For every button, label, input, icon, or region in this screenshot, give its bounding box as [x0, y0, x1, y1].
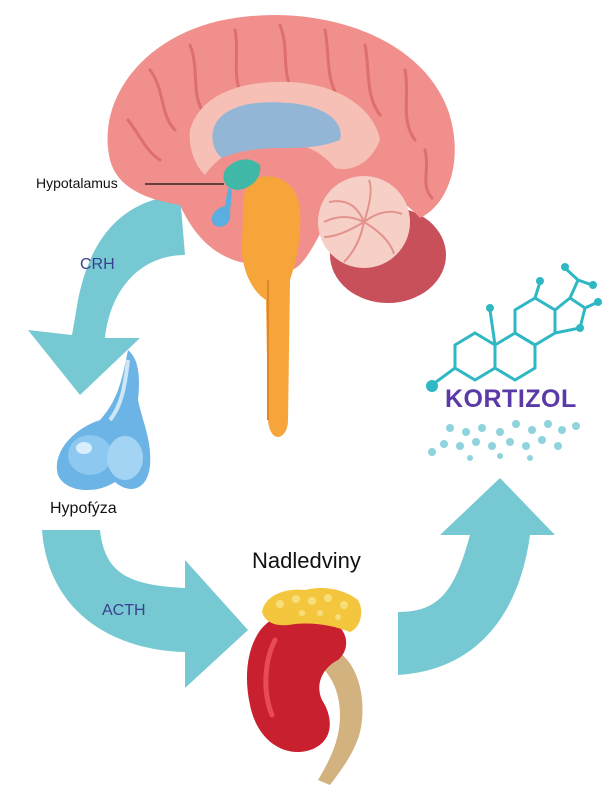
cortisol-particles [428, 420, 580, 461]
crh-arrow [28, 195, 185, 395]
cortisol-arrow [398, 478, 555, 675]
kidney-adrenal-illustration [247, 588, 363, 785]
crh-label: CRH [80, 256, 115, 274]
hypotalamus-label: Hypotalamus [36, 175, 118, 191]
acth-label: ACTH [102, 602, 146, 620]
cortisol-molecule-icon [432, 268, 598, 385]
kortizol-label: KORTIZOL [445, 385, 577, 414]
hypofyza-label: Hypofýza [50, 500, 117, 518]
nadledviny-label: Nadledviny [252, 548, 361, 574]
